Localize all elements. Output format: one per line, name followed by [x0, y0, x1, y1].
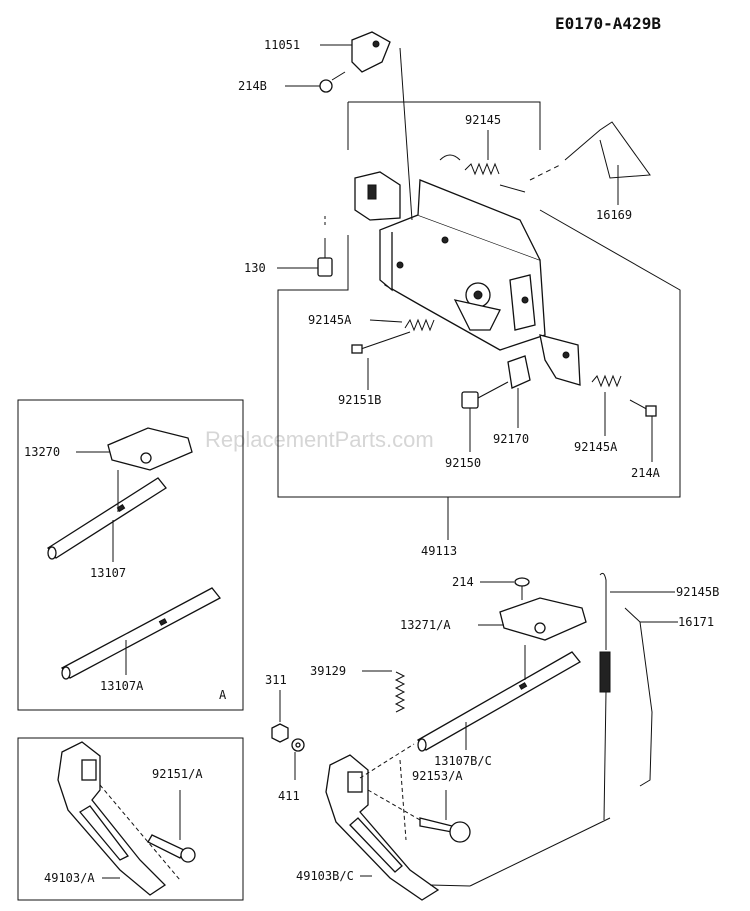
part-92153A-bolt: [367, 789, 471, 843]
label-92145B: 92145B: [676, 585, 719, 599]
label-311: 311: [265, 673, 287, 687]
label-411: 411: [278, 789, 300, 803]
label-13270: 13270: [24, 445, 60, 459]
label-16171: 16171: [678, 615, 714, 629]
label-49103BC: 49103B/C: [296, 869, 354, 883]
label-130: 130: [244, 261, 266, 275]
label-16169: 16169: [596, 208, 632, 222]
label-13271A: 13271/A: [400, 618, 451, 632]
part-39129-spring: [394, 671, 406, 713]
assembly-outline-top: [348, 101, 541, 150]
part-16171-rod: [624, 607, 653, 787]
label-49103A: 49103/A: [44, 871, 95, 885]
part-13271A-plate: [499, 597, 587, 641]
label-92145A-right: 92145A: [574, 440, 618, 454]
part-92145A-spring-right: [591, 374, 622, 388]
label-214: 214: [452, 575, 474, 589]
part-92151A-screw: [99, 784, 196, 881]
label-214B: 214B: [238, 79, 267, 93]
part-11051-bracket: [351, 31, 391, 73]
label-92145A-left: 92145A: [308, 313, 352, 327]
plate-tab: [354, 171, 401, 221]
part-92150-bolt: [461, 381, 509, 409]
label-11051: 11051: [264, 38, 300, 52]
part-311-nut: [271, 723, 289, 743]
control-plate: [379, 179, 546, 351]
part-13107BC-shaft: [417, 651, 581, 752]
label-92151B: 92151B: [338, 393, 381, 407]
part-92170-clip: [507, 355, 531, 389]
label-13107A: 13107A: [100, 679, 144, 693]
part-92145A-spring-left: [404, 318, 435, 332]
part-130-bolt: [317, 215, 333, 277]
diagram-code: E0170-A429B: [555, 14, 661, 33]
assembly-outline: [277, 209, 681, 498]
part-13107A-shaft: [61, 587, 221, 680]
part-214B-screw: [319, 71, 346, 93]
box-49103A: [17, 737, 244, 901]
part-49103BC-lever: [325, 754, 440, 901]
label-13107BC: 13107B/C: [434, 754, 492, 768]
label-13107: 13107: [90, 566, 126, 580]
box-A: [17, 399, 244, 711]
part-92145-spring: [439, 154, 561, 193]
part-92145B-spring: [599, 572, 611, 821]
part-92151B-screw: [351, 331, 411, 354]
part-13107-shaft: [47, 477, 167, 560]
label-92170: 92170: [493, 432, 529, 446]
watermark: ReplacementParts.com: [205, 427, 434, 452]
side-bracket: [539, 334, 581, 386]
label-214A: 214A: [631, 466, 661, 480]
label-92145: 92145: [465, 113, 501, 127]
part-49103A-lever: [57, 741, 167, 896]
label-92153A: 92153/A: [412, 769, 463, 783]
label-92151A: 92151/A: [152, 767, 203, 781]
part-13270-plate: [107, 427, 193, 471]
label-92150: 92150: [445, 456, 481, 470]
box-A-label: A: [219, 688, 227, 702]
part-214-screw: [514, 577, 530, 600]
part-16169-wire: [564, 121, 651, 179]
label-39129: 39129: [310, 664, 346, 678]
label-49113: 49113: [421, 544, 457, 558]
part-214A-screw: [629, 399, 657, 417]
